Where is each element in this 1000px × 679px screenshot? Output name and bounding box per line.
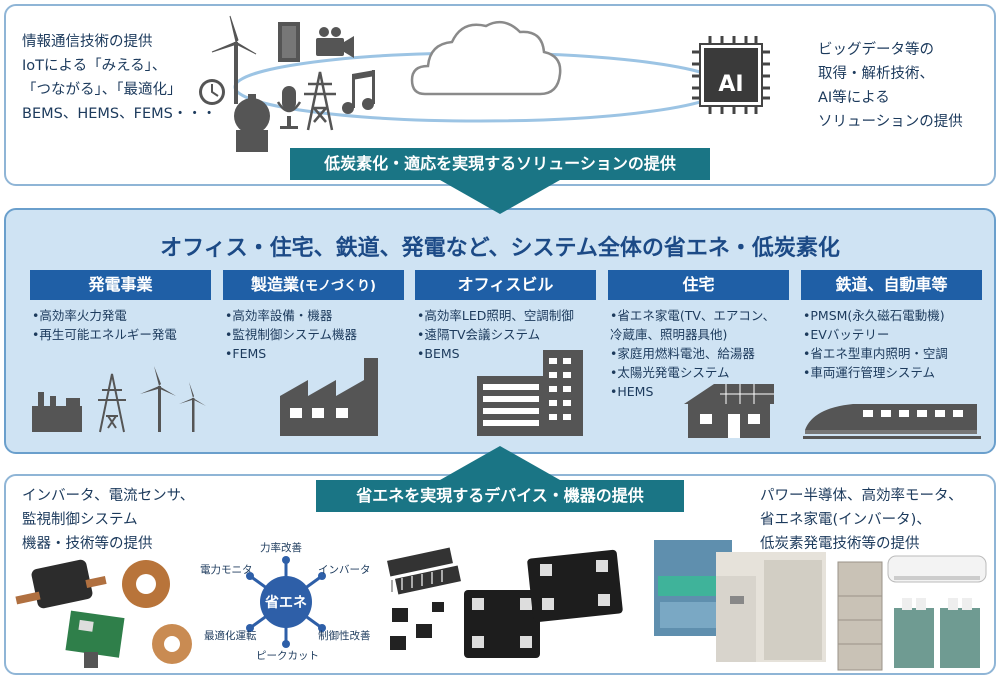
microphone-icon: [276, 86, 302, 129]
door-icon: [278, 22, 300, 62]
bottom-left-line: インバータ、電流センサ、: [22, 488, 195, 504]
top-right-line: AI等による: [818, 90, 890, 106]
gas-tank-icon: [234, 94, 270, 152]
device-banner: 省エネを実現するデバイス・機器の提供: [316, 480, 684, 512]
middle-title: オフィス・住宅、鉄道、発電など、システム全体の省エネ・低炭素化: [160, 236, 840, 261]
bottom-left-text: インバータ、電流センサ、 監視制御システム 機器・技術等の提供: [22, 484, 194, 556]
sector-item: •省エネ家電(TV、エアコン、: [610, 308, 776, 323]
sector-item: •再生可能エネルギー発電: [32, 327, 177, 342]
wheel-center: [260, 576, 312, 628]
up-arrow: [440, 446, 560, 480]
ic-package-image: [387, 547, 461, 650]
wind-turbine-icon: [211, 15, 257, 104]
sensor-inductor-photo: [15, 559, 192, 668]
transformer-image: [894, 598, 980, 668]
wheel-label: 最適化運転: [204, 630, 257, 642]
bullet-train-icon: [803, 404, 981, 439]
top-right-line: ソリューションの提供: [818, 114, 963, 130]
music-note-icon: [342, 70, 375, 114]
house-solar-icon: [684, 384, 774, 438]
top-right-line: 取得・解析技術、: [818, 66, 934, 82]
power-plant-icon: [32, 366, 206, 433]
sector-title: オフィスビル: [415, 270, 596, 300]
sector-item: •EVバッテリー: [803, 327, 890, 342]
igbt-module-image: [464, 549, 623, 658]
top-left-line: 情報通信技術の提供: [22, 34, 153, 50]
air-conditioner-image: [887, 555, 987, 583]
power-module-photo: [387, 547, 623, 658]
current-sensor-image: [15, 559, 107, 609]
sector-title-sub: (モノづくり): [299, 279, 376, 294]
sector-item: •遠隔TV会議システム: [417, 327, 541, 342]
bottom-right-line: 省エネ家電(インバータ)、: [760, 512, 931, 528]
top-left-line: BEMS、HEMS、FEMS・・・: [22, 106, 217, 122]
iot-cloud-illustration: [199, 15, 770, 152]
refrigerator-image: [837, 561, 883, 671]
sector-railway-automobile: 鉄道、自動車等 •PMSM(永久磁石電動機) •EVバッテリー •省エネ型車内照…: [801, 270, 982, 450]
industrial-equipment-photo: [654, 540, 987, 671]
ai-chip-label: AI: [718, 72, 744, 97]
top-left-line: IoTによる「みえる」、: [22, 58, 167, 74]
wheel-label: インバータ: [318, 564, 371, 576]
top-left-line: 「つながる」、「最適化」: [22, 82, 182, 98]
bottom-right-line: パワー半導体、高効率モータ、: [760, 488, 963, 504]
sector-item: •太陽光発電システム: [610, 365, 730, 380]
bottom-right-line: 低炭素発電技術等の提供: [760, 536, 920, 552]
sector-item: •監視制御システム機器: [225, 327, 357, 342]
wheel-label: ピークカット: [256, 650, 319, 662]
cloud-icon: [410, 20, 562, 96]
sector-item: •省エネ型車内照明・空調: [803, 346, 948, 361]
sector-item: •BEMS: [417, 346, 460, 361]
sector-manufacturing: 製造業(モノづくり) •高効率設備・機器 •監視制御システム機器 •FEMS: [223, 270, 404, 450]
sector-title: 鉄道、自動車等: [801, 270, 982, 300]
sector-item: 冷蔵庫、照明器具他): [610, 327, 728, 342]
sector-item: •高効率LED照明、空調制御: [417, 308, 574, 323]
solution-banner: 低炭素化・適応を実現するソリューションの提供: [290, 148, 710, 180]
wheel-center-label: 省エネ: [265, 595, 307, 611]
sector-item: •HEMS: [610, 384, 654, 399]
wheel-label: 制御性改善: [318, 630, 371, 642]
sector-item: •家庭用燃料電池、給湯器: [610, 346, 755, 361]
bottom-right-text: パワー半導体、高効率モータ、 省エネ家電(インバータ)、 低炭素発電技術等の提供: [760, 484, 963, 556]
sector-power-generation: 発電事業 •高効率火力発電 •再生可能エネルギー発電: [30, 270, 211, 450]
sector-item: •PMSM(永久磁石電動機): [803, 308, 945, 323]
sector-title-main: 製造業: [251, 275, 300, 294]
office-building-icon: [477, 350, 583, 436]
bottom-left-line: 監視制御システム: [22, 512, 138, 528]
wheel-label: 電力モニタ: [200, 564, 253, 576]
wheel-label: 力率改善: [260, 542, 302, 554]
circuit-board-image: [65, 610, 125, 668]
sector-item: •車両運行管理システム: [803, 365, 935, 380]
top-right-text: ビッグデータ等の 取得・解析技術、 AI等による ソリューションの提供: [818, 38, 963, 134]
sector-title: 発電事業: [30, 270, 211, 300]
sector-housing: 住宅 •省エネ家電(TV、エアコン、 冷蔵庫、照明器具他) •家庭用燃料電池、給…: [608, 270, 789, 450]
sector-office-building: オフィスビル •高効率LED照明、空調制御 •遠隔TV会議システム •BEMS: [415, 270, 596, 450]
sector-item: •高効率設備・機器: [225, 308, 333, 323]
bottom-left-line: 機器・技術等の提供: [22, 536, 153, 552]
down-arrow: [440, 180, 560, 214]
toroidal-inductor-image: [122, 560, 192, 664]
sector-item: •高効率火力発電: [32, 308, 127, 323]
energy-saving-wheel: [246, 556, 326, 648]
sector-item: •FEMS: [225, 346, 267, 361]
sector-title: 住宅: [608, 270, 789, 300]
top-right-line: ビッグデータ等の: [818, 42, 934, 58]
transmission-tower-icon: [304, 71, 336, 131]
ai-chip-icon: [692, 36, 770, 114]
factory-icon: [280, 358, 378, 436]
video-camera-icon: [316, 27, 354, 58]
top-left-text: 情報通信技術の提供 IoTによる「みえる」、 「つながる」、「最適化」 BEMS…: [22, 30, 216, 126]
clock-icon: [199, 79, 225, 105]
switchgear-image: [716, 552, 826, 662]
sector-title: 製造業(モノづくり): [223, 270, 404, 300]
